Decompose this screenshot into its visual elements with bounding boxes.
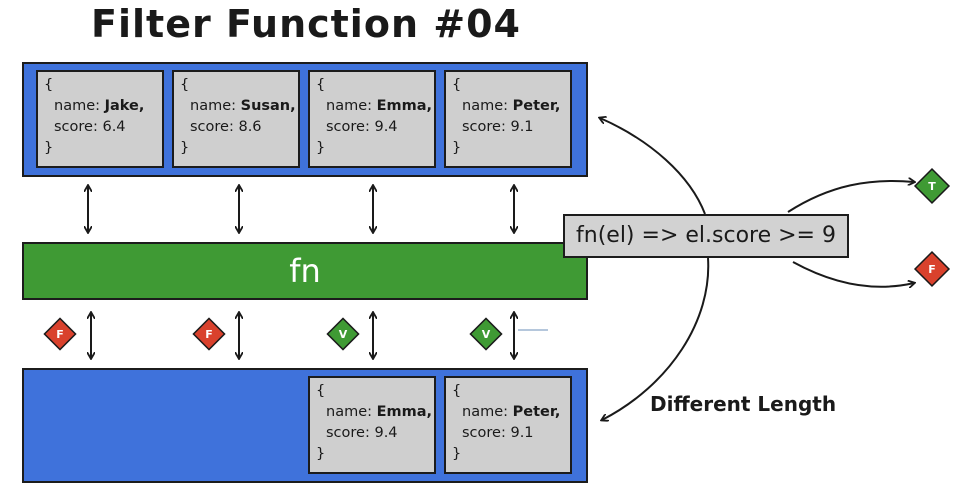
score-key: score: bbox=[190, 119, 234, 135]
branch-false-badge-icon: F bbox=[913, 250, 951, 288]
output-card: { name: Peter, score: 9.1 } bbox=[444, 376, 572, 474]
brace-close: } bbox=[452, 140, 462, 156]
score-key: score: bbox=[462, 425, 506, 441]
result-badge-false-icon: F bbox=[192, 317, 226, 351]
result-badge-text: F bbox=[56, 328, 64, 341]
score-value: 9.1 bbox=[510, 119, 534, 135]
output-card: { name: Emma, score: 9.4 } bbox=[308, 376, 436, 474]
brace-open: { bbox=[316, 383, 326, 399]
result-badge-text: V bbox=[482, 328, 491, 341]
result-badge-true-icon: V bbox=[326, 317, 360, 351]
score-value: 9.4 bbox=[374, 425, 398, 441]
branch-true-text: T bbox=[928, 180, 936, 193]
name-key: name: bbox=[54, 98, 101, 114]
input-array: { name: Jake, score: 6.4 } { name: Susan… bbox=[22, 62, 588, 177]
fn-expression: fn(el) => el.score >= 9 bbox=[563, 214, 849, 258]
brace-close: } bbox=[316, 446, 326, 462]
branch-arrow-false bbox=[792, 261, 914, 287]
input-card: { name: Jake, score: 6.4 } bbox=[36, 70, 164, 168]
score-value: 9.4 bbox=[374, 119, 398, 135]
name-key: name: bbox=[462, 404, 509, 420]
name-value: Emma, bbox=[376, 98, 433, 114]
brace-open: { bbox=[44, 77, 54, 93]
result-badge-false-icon: F bbox=[43, 317, 77, 351]
branch-arrow-true bbox=[787, 181, 914, 213]
brace-close: } bbox=[44, 140, 54, 156]
input-card: { name: Emma, score: 9.4 } bbox=[308, 70, 436, 168]
input-card: { name: Peter, score: 9.1 } bbox=[444, 70, 572, 168]
result-badge-true-icon: V bbox=[469, 317, 503, 351]
brace-close: } bbox=[316, 140, 326, 156]
page-title: Filter Function #04 bbox=[91, 2, 521, 46]
name-value: Jake, bbox=[104, 98, 145, 114]
brace-open: { bbox=[452, 77, 462, 93]
name-value: Peter, bbox=[512, 98, 561, 114]
branch-false-text: F bbox=[928, 263, 936, 276]
name-value: Emma, bbox=[376, 404, 433, 420]
score-value: 9.1 bbox=[510, 425, 534, 441]
name-value: Susan, bbox=[240, 98, 296, 114]
result-badge-text: V bbox=[339, 328, 348, 341]
score-value: 8.6 bbox=[238, 119, 262, 135]
brace-open: { bbox=[316, 77, 326, 93]
brace-open: { bbox=[452, 383, 462, 399]
name-key: name: bbox=[326, 404, 373, 420]
score-key: score: bbox=[462, 119, 506, 135]
different-length-label: Different Length bbox=[650, 392, 837, 416]
input-card: { name: Susan, score: 8.6 } bbox=[172, 70, 300, 168]
result-badge-text: F bbox=[205, 328, 213, 341]
brace-open: { bbox=[180, 77, 190, 93]
score-value: 6.4 bbox=[102, 119, 126, 135]
fn-bar: fn bbox=[22, 242, 588, 300]
score-key: score: bbox=[54, 119, 98, 135]
score-key: score: bbox=[326, 119, 370, 135]
name-key: name: bbox=[326, 98, 373, 114]
branch-true-badge-icon: T bbox=[913, 167, 951, 205]
name-key: name: bbox=[462, 98, 509, 114]
name-key: name: bbox=[190, 98, 237, 114]
name-value: Peter, bbox=[512, 404, 561, 420]
brace-close: } bbox=[452, 446, 462, 462]
brace-close: } bbox=[180, 140, 190, 156]
score-key: score: bbox=[326, 425, 370, 441]
curved-arrow-to-output bbox=[602, 257, 710, 420]
curved-arrow-to-input bbox=[600, 118, 706, 215]
output-array: { name: Emma, score: 9.4 } { name: Peter… bbox=[22, 368, 588, 483]
